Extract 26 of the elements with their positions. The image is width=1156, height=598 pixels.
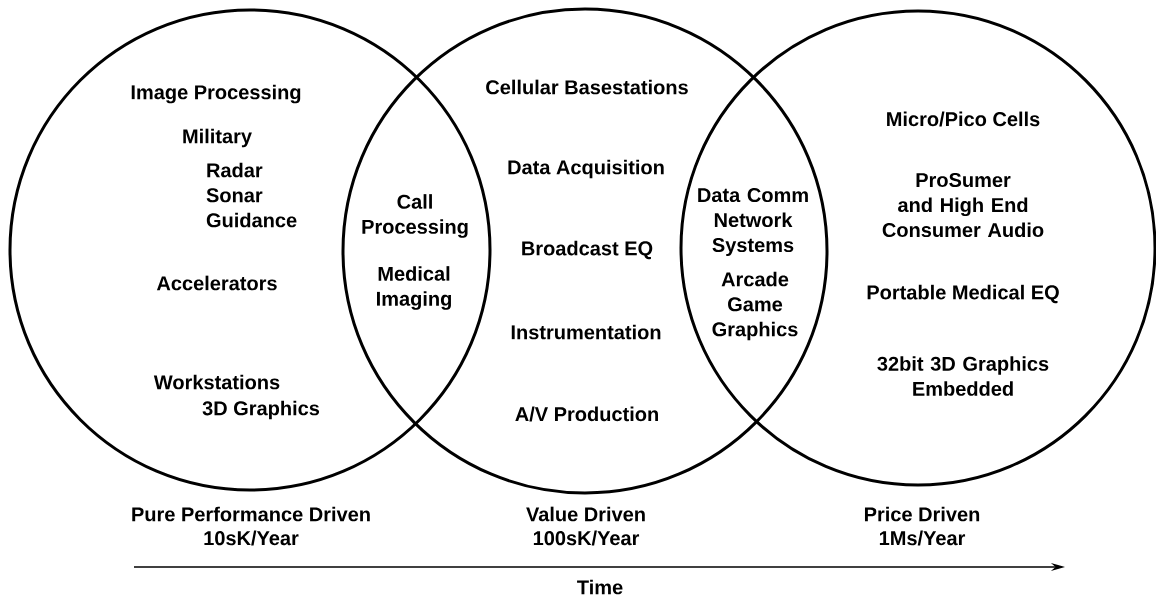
region-label: ProSumer and High End Consumer Audio [882,172,1044,238]
overlap-label: Medical Imaging [377,266,451,310]
region-label: Radar Sonar Guidance [206,162,297,228]
region-label: 32bit 3D Graphics Embedded [877,356,1049,396]
region-label: A/V Production [515,406,658,422]
node-label: Price Driven [865,506,980,522]
region-label: Micro/Pico Cells [887,111,1040,127]
region-label: Cellular Basestations [486,79,688,95]
region-label: Workstations [153,374,280,390]
node-label: Value Driven [526,506,645,522]
region-label: Instrumentation [511,324,661,340]
node-label: 10sK/Year [204,530,299,546]
region-label: Portable Medical EQ [867,284,1059,304]
region-label: Military [183,128,252,148]
region-label: 3D Graphics [202,400,320,420]
node-label: 1Ms/Year [879,530,966,546]
overlap-label: Call Processing [362,194,468,238]
axis-label: Time [577,579,623,595]
node-label: 100sK/Year [533,530,640,546]
region-label: Image Processing [131,84,301,104]
region-label: Broadcast EQ [522,240,653,260]
node-label: Pure Performance Driven [132,506,370,522]
region-label: Data Acquisition [508,159,664,179]
region-label: Accelerators [156,275,277,291]
overlap-label: Data Comm Network Systems [698,187,808,257]
overlap-label: Arcade Game Graphics [712,271,798,341]
